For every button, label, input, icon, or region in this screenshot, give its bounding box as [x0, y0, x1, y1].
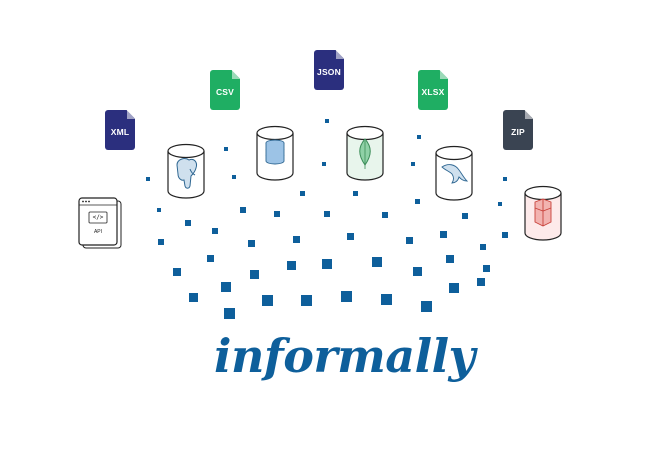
flow-dot: [324, 211, 330, 217]
api-card-icon: </> API: [78, 197, 122, 249]
api-label: API: [93, 229, 103, 235]
csv-file-icon: CSV: [210, 70, 240, 110]
zip-file-icon: ZIP: [503, 110, 533, 150]
flow-dot: [287, 261, 296, 270]
stacked-database-icon: [255, 125, 295, 183]
flow-dot: [189, 293, 198, 302]
flow-dot: [248, 240, 255, 247]
xml-file-label: XML: [110, 127, 130, 137]
flow-dot: [382, 212, 388, 218]
mysql-database-icon: [434, 145, 474, 203]
mongodb-leaf-icon: [359, 138, 371, 169]
flow-dot: [440, 231, 447, 238]
flow-dot: [301, 295, 312, 306]
flow-dot: [503, 177, 507, 181]
brand-wordmark: informally: [214, 329, 475, 383]
xlsx-file-label: XLSX: [421, 87, 445, 97]
zip-file-label: ZIP: [511, 127, 525, 137]
flow-dot: [212, 228, 218, 234]
flow-dot: [300, 191, 305, 196]
flow-dot: [449, 283, 459, 293]
flow-dot: [406, 237, 413, 244]
flow-dot: [381, 294, 392, 305]
flow-dot: [413, 267, 422, 276]
json-file-label: JSON: [317, 67, 341, 77]
flow-dot: [221, 282, 231, 292]
api-code-symbol: </>: [92, 214, 104, 221]
flow-dot: [372, 257, 382, 267]
flow-dot: [502, 232, 508, 238]
postgresql-elephant-icon: [176, 158, 197, 189]
flow-dot: [498, 202, 502, 206]
mysql-dolphin-icon: [441, 164, 469, 184]
flow-dot: [250, 270, 259, 279]
flow-dot: [274, 211, 280, 217]
flow-dot: [325, 119, 329, 123]
flow-dot: [415, 199, 420, 204]
flow-dot: [224, 308, 235, 319]
flow-dot: [347, 233, 354, 240]
xml-file-icon: XML: [105, 110, 135, 150]
flow-dot: [224, 147, 228, 151]
flow-dot: [480, 244, 486, 250]
flow-dot: [173, 268, 181, 276]
amazon-redshift-database-icon: [523, 185, 563, 243]
flow-dot: [232, 175, 236, 179]
flow-dot: [293, 236, 300, 243]
flow-dot: [157, 208, 161, 212]
csv-file-label: CSV: [215, 87, 235, 97]
flow-dot: [417, 135, 421, 139]
flow-dot: [341, 291, 352, 302]
flow-dot: [353, 191, 358, 196]
flow-dot: [322, 162, 326, 166]
json-file-icon: JSON: [314, 50, 344, 90]
flow-dot: [411, 162, 415, 166]
mongodb-database-icon: [345, 125, 385, 183]
amazon-redshift-icon: [534, 198, 552, 227]
flow-dot: [146, 177, 150, 181]
flow-dot: [240, 207, 246, 213]
flow-dot: [477, 278, 485, 286]
flow-dot: [262, 295, 273, 306]
flow-dot: [483, 265, 490, 272]
flow-dot: [446, 255, 454, 263]
xlsx-file-icon: XLSX: [418, 70, 448, 110]
flow-dot: [322, 259, 332, 269]
postgresql-database-icon: [166, 143, 206, 201]
flow-dot: [462, 213, 468, 219]
flow-dot: [421, 301, 432, 312]
flow-dot: [207, 255, 214, 262]
flow-dot: [158, 239, 164, 245]
flow-dot: [185, 220, 191, 226]
